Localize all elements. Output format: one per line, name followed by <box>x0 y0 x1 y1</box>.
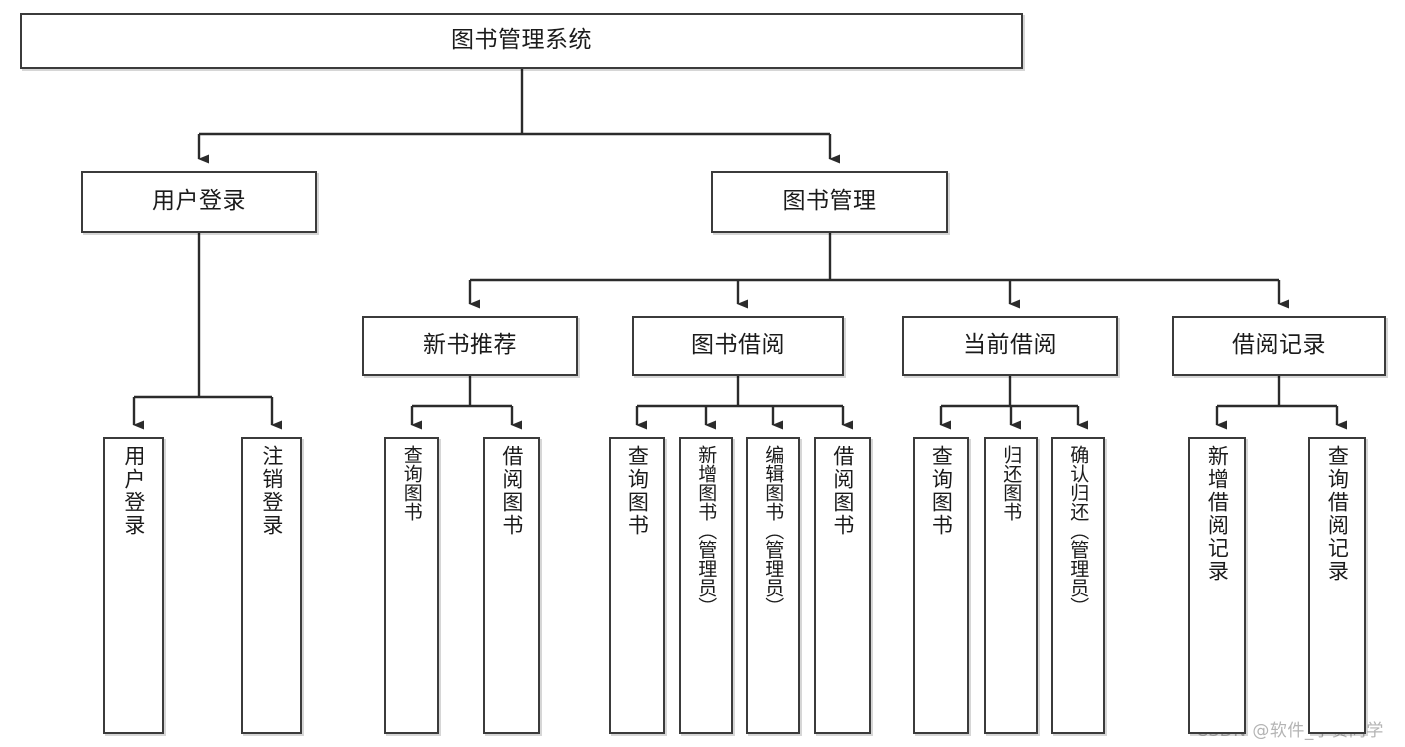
node-label: 用户登录 <box>121 445 146 537</box>
node-book-manage: 图书管理 <box>711 171 948 233</box>
node-label: 编辑图书（管理员） <box>762 445 785 616</box>
node-leaf-add-record: 新增借阅记录 <box>1188 437 1246 734</box>
node-label: 借阅图书 <box>499 445 524 537</box>
node-leaf-query-book-3: 查询图书 <box>913 437 969 734</box>
node-label: 当前借阅 <box>963 332 1057 359</box>
node-leaf-edit-book: 编辑图书（管理员） <box>746 437 800 734</box>
node-label: 图书管理系统 <box>451 27 592 54</box>
node-label: 查询图书 <box>400 445 423 521</box>
node-leaf-logout: 注销登录 <box>241 437 302 734</box>
node-label: 查询图书 <box>625 445 650 537</box>
node-root: 图书管理系统 <box>20 13 1023 69</box>
node-label: 图书管理 <box>782 188 877 215</box>
node-new-book-rec: 新书推荐 <box>362 316 578 376</box>
node-leaf-return-book: 归还图书 <box>984 437 1038 734</box>
node-leaf-borrow-book-1: 借阅图书 <box>483 437 540 734</box>
node-leaf-confirm-return: 确认归还（管理员） <box>1051 437 1105 734</box>
node-leaf-query-book-1: 查询图书 <box>384 437 439 734</box>
node-borrow-record: 借阅记录 <box>1172 316 1386 376</box>
node-leaf-borrow-book-2: 借阅图书 <box>814 437 871 734</box>
node-leaf-add-book: 新增图书（管理员） <box>679 437 733 734</box>
node-label: 新增借阅记录 <box>1205 445 1230 583</box>
node-label: 借阅记录 <box>1232 332 1326 359</box>
node-label: 查询借阅记录 <box>1325 445 1350 583</box>
node-current-borrow: 当前借阅 <box>902 316 1118 376</box>
node-label: 新书推荐 <box>423 332 517 359</box>
node-label: 图书借阅 <box>691 332 785 359</box>
node-leaf-query-record: 查询借阅记录 <box>1308 437 1366 734</box>
node-label: 注销登录 <box>259 445 284 537</box>
node-label: 新增图书（管理员） <box>695 445 718 616</box>
node-label: 查询图书 <box>929 445 954 537</box>
node-leaf-query-book-2: 查询图书 <box>609 437 665 734</box>
node-label: 确认归还（管理员） <box>1067 445 1090 616</box>
node-book-borrow: 图书借阅 <box>632 316 844 376</box>
node-user-login: 用户登录 <box>81 171 317 233</box>
node-label: 归还图书 <box>1000 445 1023 521</box>
node-leaf-user-login: 用户登录 <box>103 437 164 734</box>
node-label: 用户登录 <box>152 188 246 215</box>
node-label: 借阅图书 <box>830 445 855 537</box>
